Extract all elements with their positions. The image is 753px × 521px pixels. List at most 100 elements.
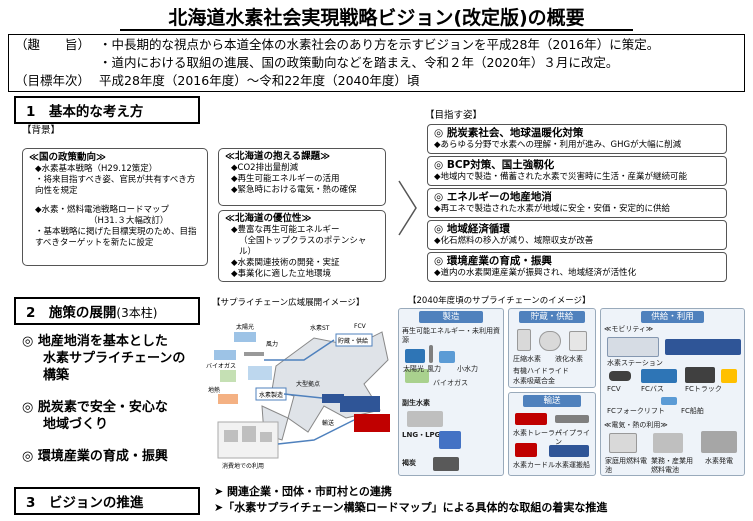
use-item: 家庭用燃料電池 <box>605 457 647 474</box>
use-item: FCフォークリフト <box>607 407 665 415</box>
use-item: FCバス <box>641 385 664 393</box>
goal-title: ◎ 脱炭素社会、地球温暖化対策 <box>434 127 584 139</box>
goal-title: ◎ 地域経済循環 <box>434 223 510 235</box>
issues-title: ≪北海道の抱える課題≫ <box>225 151 331 162</box>
pillar-3: ◎ 環境産業の育成・振興 <box>22 448 168 465</box>
issue-item: ◆再生可能エネルギーの活用 <box>231 174 340 184</box>
transport-item: パイプライン <box>555 429 590 446</box>
purpose-text: 平成28年度（2016年度）～令和22年度（2040年度）頃 <box>99 73 420 88</box>
storage-item: 有機ハイドライド <box>513 367 569 375</box>
mfg-item: 太陽光 <box>403 365 424 373</box>
manufacture-panel: 製造 再生可能エネルギー・未利用資源 太陽光 風力 小水力 バイオガス 副生水素… <box>398 308 504 476</box>
use-item: FC船舶 <box>681 407 704 415</box>
hokkaido-issues-box: ≪北海道の抱える課題≫ ◆CO2排出量削減 ◆再生可能エネルギーの活用 ◆緊急時… <box>218 148 386 206</box>
use-item: FCV <box>607 385 621 393</box>
map-label: FCV <box>354 323 367 330</box>
goal-title: ◎ 環境産業の育成・振興 <box>434 255 552 267</box>
mfg-item: LNG・LPG <box>402 431 441 439</box>
title-underline <box>120 29 633 31</box>
transport-item: 水素トレーラー <box>513 429 562 437</box>
map-label: 風力 <box>266 340 278 348</box>
purpose-label: （目標年次） <box>15 73 91 88</box>
goal-desc: ◆道内の水素関連産業が振興され、地域経済が活性化 <box>434 268 637 278</box>
map-label: 太陽光 <box>236 323 254 331</box>
transport-item: 水素カードル <box>513 461 555 469</box>
national-item: ◆水素基本戦略（H29.12策定） <box>35 164 158 174</box>
storage-item: 水素吸蔵合金 <box>513 377 555 385</box>
map-label: 大型拠点 <box>296 380 320 388</box>
map-caption: 【サプライチェーン広域展開イメージ】 <box>212 298 365 308</box>
national-policy-title: ≪国の政策動向≫ <box>29 152 106 163</box>
purpose-row: （趣 旨）・中長期的な視点から本道全体の水素社会のあり方を示すビジョンを平成28… <box>15 36 738 54</box>
use-item: 水素ステーション <box>607 359 663 367</box>
goal-item: ◎ BCP対策、国土強靱化 ◆地域内で製造・備蓄された水素で災害時に生活・産業が… <box>427 156 727 186</box>
national-policy-box: ≪国の政策動向≫ ◆水素基本戦略（H29.12策定） ・将来目指すべき姿、官民が… <box>22 148 208 266</box>
goal-item: ◎ 地域経済循環 ◆化石燃料の移入が減り、域際収支が改善 <box>427 220 727 250</box>
national-item: （H31.３大幅改訂） <box>89 216 169 226</box>
goal-desc: ◆化石燃料の移入が減り、域際収支が改善 <box>434 236 594 246</box>
mfg-item: 小水力 <box>457 365 478 373</box>
supply-chain-caption: 【2040年度頃のサプライチェーンのイメージ】 <box>408 296 591 306</box>
background-label: 【背景】 <box>22 125 61 136</box>
purpose-row: ・道内における取組の進展、国の政策動向などを踏まえ、令和２年（2020年）３月に… <box>15 54 738 72</box>
mfg-item: 風力 <box>427 365 441 373</box>
map-label: 輸送 <box>322 419 334 427</box>
storage-header: 貯蔵・供給 <box>519 311 585 323</box>
advantage-item: ◆豊富な再生可能エネルギー <box>231 225 340 235</box>
advantages-title: ≪北海道の優位性≫ <box>225 213 312 224</box>
goal-desc: ◆再エネで製造された水素が地域に安全・安価・安定的に供給 <box>434 204 671 214</box>
mfg-item: バイオガス <box>433 379 468 387</box>
pillar-line: 構築 <box>43 368 70 383</box>
map-label: 水素製造 <box>259 391 283 399</box>
map-label: バイオガス <box>206 362 236 370</box>
goal-desc: ◆地域内で製造・備蓄された水素で災害時に生活・産業が継続可能 <box>434 172 688 182</box>
pillar-2: ◎ 脱炭素で安全・安心な 地域づくり <box>22 399 168 433</box>
pillar-line: ◎ 環境産業の育成・振興 <box>22 449 168 464</box>
section3-header: 3 ビジョンの推進 <box>14 487 200 515</box>
goal-item: ◎ エネルギーの地産地消 ◆再エネで製造された水素が地域に安全・安価・安定的に供… <box>427 188 727 218</box>
map-label: 貯蔵・供給 <box>338 337 368 345</box>
goal-title: ◎ エネルギーの地産地消 <box>434 191 552 203</box>
national-item: ・基本戦略に掲げた目標実現のため、目指すべきターゲットを新たに設定 <box>35 227 197 248</box>
purpose-label <box>15 54 99 72</box>
use-item: 業務・産業用燃料電池 <box>651 457 693 474</box>
pillar-line: 水素サプライチェーンの <box>43 351 186 366</box>
section2-header: 2 施策の展開(3本柱) <box>14 297 200 325</box>
mfg-item: 再生可能エネルギー・未利用資源 <box>402 327 500 344</box>
transport-item: 水素運搬船 <box>555 461 590 469</box>
storage-panel: 貯蔵・供給 圧縮水素 液化水素 有機ハイドライド 水素吸蔵合金 <box>508 308 596 388</box>
pillar-line: ◎ 地産地消を基本とした <box>22 334 168 349</box>
storage-item: 圧縮水素 <box>513 355 541 363</box>
hokkaido-map-illustration: 太陽光 風力 バイオガス 地熱 水素製造 貯蔵・供給 水素ST FCV 大型拠点… <box>204 310 396 476</box>
mobility-label: ≪モビリティ≫ <box>604 325 654 333</box>
map-label: 水素ST <box>310 324 330 332</box>
chevron-right-icon <box>398 180 417 236</box>
promotion-item: ➤「水素サプライチェーン構築ロードマップ」による具体的な取組の着実な推進 <box>214 501 608 514</box>
issue-item: ◆CO2排出量削減 <box>231 163 299 173</box>
promotion-item: ➤ 関連企業・団体・市町村との連携 <box>214 485 392 498</box>
purpose-text: ・中長期的な視点から本道全体の水素社会のあり方を示すビジョンを平成28年（201… <box>99 37 660 52</box>
manufacture-header: 製造 <box>419 311 483 323</box>
section2-suffix: (3本柱) <box>116 306 158 320</box>
hokkaido-advantages-box: ≪北海道の優位性≫ ◆豊富な再生可能エネルギー （全国トップクラスのポテンシャル… <box>218 210 386 282</box>
purpose-row: （目標年次） 平成28年度（2016年度）～令和22年度（2040年度）頃 <box>15 72 738 90</box>
advantage-item: ◆事業化に適した立地環境 <box>231 269 332 279</box>
goal-title: ◎ BCP対策、国土強靱化 <box>434 159 555 171</box>
advantage-item: （全国トップクラスのポテンシャル） <box>239 236 367 257</box>
national-item: ・将来目指すべき姿、官民が共有すべき方向性を規定 <box>35 175 196 196</box>
section1-header: 1 基本的な考え方 <box>14 96 200 124</box>
use-item: 水素発電 <box>705 457 733 465</box>
purpose-box: （趣 旨）・中長期的な視点から本道全体の水素社会のあり方を示すビジョンを平成28… <box>8 34 745 92</box>
map-label: 消費地での利用 <box>222 462 264 470</box>
page-title: 北海道水素社会実現戦略ビジョン(改定版)の概要 <box>168 7 585 29</box>
supply-use-panel: 供給・利用 ≪モビリティ≫ 水素ステーション FCV FCバス FCトラック F… <box>600 308 745 476</box>
transport-panel: 輸送 水素トレーラー パイプライン 水素カードル 水素運搬船 <box>508 392 596 476</box>
pillar-line: ◎ 脱炭素で安全・安心な <box>22 400 168 415</box>
goals-label: 【目指す姿】 <box>425 110 483 121</box>
pillar-1: ◎ 地産地消を基本とした 水素サプライチェーンの 構築 <box>22 333 185 384</box>
map-label: 地熱 <box>208 386 220 394</box>
national-item: ◆水素・燃料電池戦略ロードマップ <box>35 205 170 215</box>
power-heat-label: ≪電気・熱の利用≫ <box>604 421 668 429</box>
goal-item: ◎ 脱炭素社会、地球温暖化対策 ◆あらゆる分野で水素への理解・利用が進み、GHG… <box>427 124 727 154</box>
transport-header: 輸送 <box>523 395 581 407</box>
